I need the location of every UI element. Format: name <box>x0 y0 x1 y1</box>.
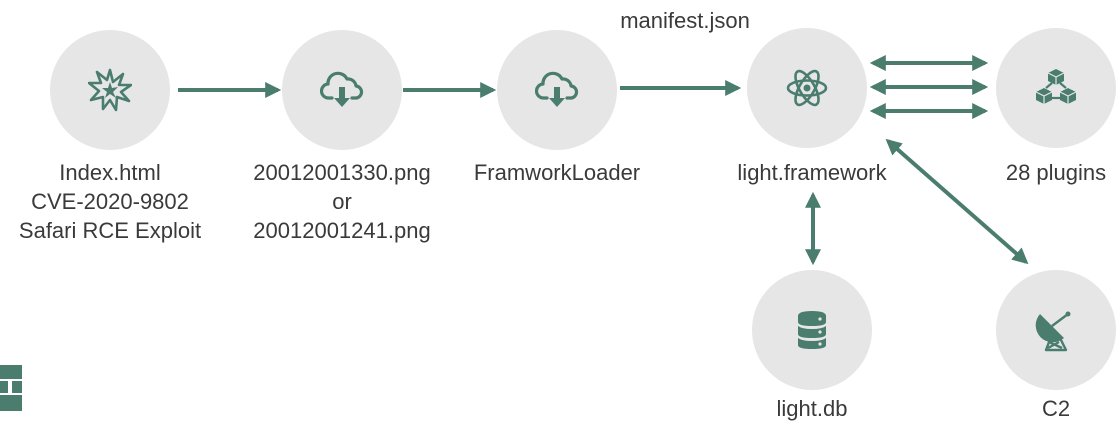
label-line: 28 plugins <box>1005 160 1107 185</box>
label-line: Index.html <box>59 160 161 185</box>
label-line: or <box>332 189 352 214</box>
label-db: light.db <box>777 394 848 423</box>
cloud-download-icon <box>320 71 364 107</box>
logo-fragment <box>0 365 22 411</box>
cubes-icon <box>1035 69 1077 104</box>
node-c2 <box>996 270 1116 390</box>
label-line: CVE-2020-9802 <box>31 189 189 214</box>
label-plugins: 28 plugins <box>1006 158 1106 187</box>
label-exploit: Index.html CVE-2020-9802 Safari RCE Expl… <box>19 158 201 245</box>
edge-label-manifest: manifest.json <box>620 8 750 33</box>
label-line: C2 <box>1041 396 1071 421</box>
label-line: FramworkLoader <box>473 160 641 185</box>
explosion-icon <box>88 68 132 112</box>
database-icon <box>798 311 826 349</box>
label-line: Safari RCE Exploit <box>18 218 202 243</box>
edge-framework-c2 <box>885 138 1029 265</box>
node-loader <box>497 30 617 150</box>
node-png <box>282 30 402 150</box>
label-line: light.framework <box>737 160 887 185</box>
label-png: 20012001330.png or 20012001241.png <box>253 158 430 245</box>
label-line: 20012001330.png <box>253 160 431 185</box>
label-c2: C2 <box>1042 394 1070 423</box>
node-framework <box>747 28 867 148</box>
node-plugins <box>996 28 1116 148</box>
label-loader: FramworkLoader <box>474 158 640 187</box>
label-line: light.db <box>776 396 848 421</box>
satellite-dish-icon <box>1035 311 1071 352</box>
atom-icon <box>786 69 828 107</box>
node-exploit <box>50 30 170 150</box>
node-db <box>752 270 872 390</box>
label-framework: light.framework <box>737 158 886 187</box>
label-line: 20012001241.png <box>253 218 431 243</box>
cloud-download-icon <box>535 71 579 107</box>
